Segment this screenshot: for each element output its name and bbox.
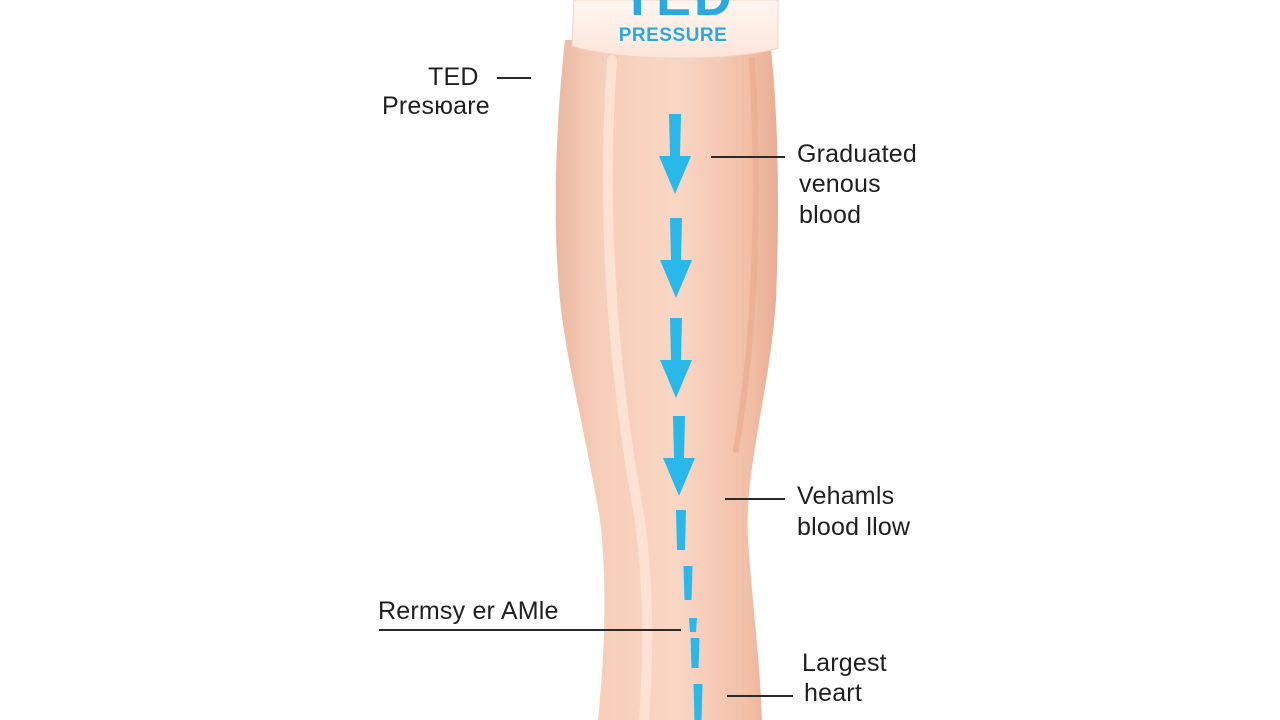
leader-line-ted [497,77,531,79]
down-arrow-icon [660,218,692,298]
down-arrow-icon [663,416,695,496]
label-venous-flow-line2: blood llow [797,513,911,541]
leg-highlight [602,55,653,720]
leader-line-largest-heart [727,695,793,697]
label-largest-heart-line2: heart [804,679,862,707]
leader-line-venous-flow [725,498,785,500]
label-venous-flow-line1: Vehamls [797,482,895,510]
band-subtitle: PRESSURE [618,25,728,46]
down-arrow-icon [660,318,692,398]
label-ted-pressure-line1: TED [428,63,479,91]
flow-dash [690,638,700,668]
label-graduated-line2: venous [799,170,881,198]
leader-line-graduated [711,156,785,158]
label-ted-pressure-line2: Presюare [382,92,490,120]
label-graduated-line1: Graduated [797,140,917,168]
down-arrow-icon [659,114,691,194]
flow-dash [689,618,697,632]
label-largest-heart-line1: Largest [802,649,887,677]
arrow-group [659,114,703,720]
label-graduated-line3: blood [799,201,862,229]
label-ankle: Rermsy er AMle [378,597,559,625]
leg-shadow [733,57,759,453]
band-title: TED [598,0,758,24]
leader-line-ankle [379,629,681,631]
flow-dash [676,510,686,550]
flow-dash [683,566,693,600]
flow-dash [693,684,703,720]
stocking-band [571,0,779,59]
